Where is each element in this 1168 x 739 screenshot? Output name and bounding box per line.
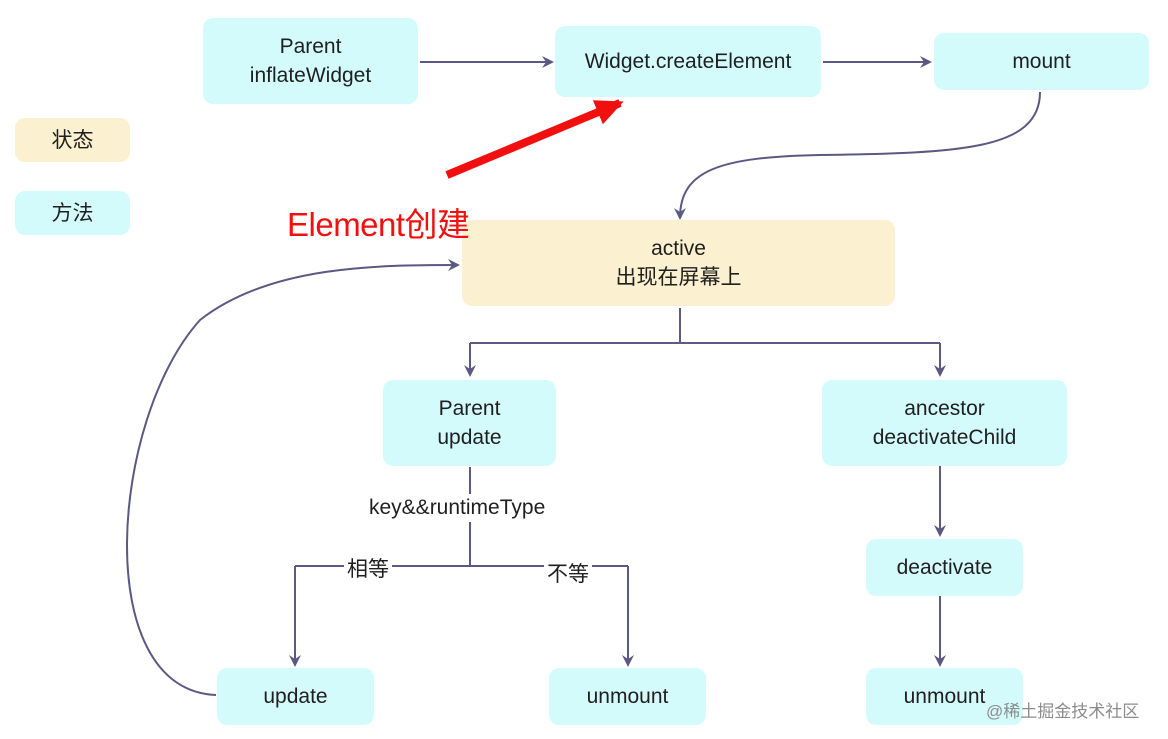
node-line: deactivate: [896, 556, 993, 579]
legend-state-label: 状态: [51, 128, 94, 152]
edge-mount-to-active: [674, 91, 1041, 220]
edge-active-split: [470, 308, 940, 344]
node-update[interactable]: update: [217, 668, 374, 725]
watermark: @稀土掘金技术社区: [986, 702, 1140, 721]
node-line: 出现在屏幕上: [615, 266, 742, 289]
node-line: update: [263, 685, 328, 708]
node-line: Parent: [438, 397, 501, 420]
node-parent-inflate-widget[interactable]: Parent inflateWidget: [203, 18, 418, 104]
edge-label-condition: key&&runtimeType: [366, 495, 549, 521]
legend-state: 状态: [15, 118, 130, 162]
node-unmount-right[interactable]: unmount: [866, 668, 1023, 725]
node-deactivate[interactable]: deactivate: [866, 539, 1023, 596]
node-line: unmount: [586, 685, 669, 708]
node-line: Parent: [279, 35, 342, 58]
annotation-element-created: Element创建: [287, 206, 470, 243]
node-unmount-left[interactable]: unmount: [549, 668, 706, 725]
node-mount[interactable]: mount: [934, 33, 1149, 90]
annotation-arrow: [445, 99, 624, 179]
edge-label-not-equal: 不等: [544, 562, 592, 588]
node-ancestor-deactivate-child[interactable]: ancestor deactivateChild: [822, 380, 1067, 466]
legend-method-label: 方法: [51, 201, 94, 225]
edge-update-to-active: [126, 259, 460, 696]
edge-label-equal: 相等: [344, 557, 392, 583]
node-widget-create-element[interactable]: Widget.createElement: [555, 26, 821, 97]
node-line: Widget.createElement: [584, 50, 792, 73]
node-active[interactable]: active 出现在屏幕上: [462, 220, 895, 306]
node-line: unmount: [903, 685, 986, 708]
node-line: deactivateChild: [872, 426, 1017, 449]
node-line: active: [651, 237, 706, 260]
legend-method: 方法: [15, 191, 130, 235]
node-line: inflateWidget: [249, 64, 372, 87]
node-parent-update[interactable]: Parent update: [383, 380, 556, 466]
node-line: ancestor: [904, 397, 985, 420]
node-line: update: [437, 426, 502, 449]
node-line: mount: [1012, 50, 1071, 73]
